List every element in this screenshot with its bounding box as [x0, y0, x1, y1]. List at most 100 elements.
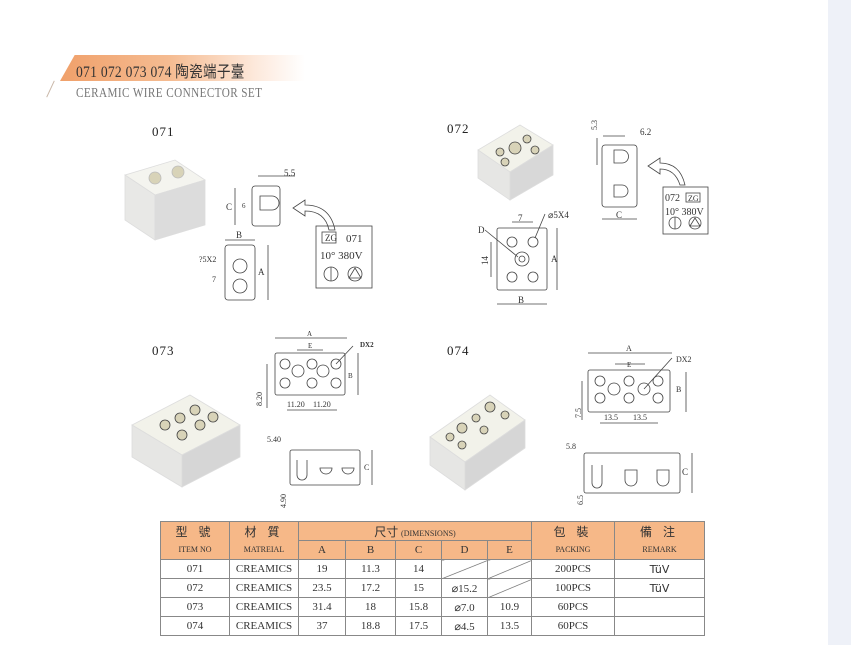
header-packing-en: PACKING	[531, 540, 615, 560]
header-col-e: E	[487, 540, 532, 560]
svg-text:A: A	[258, 267, 265, 277]
cell-d	[441, 559, 488, 579]
model-label-071: 071	[152, 124, 175, 139]
cell-item: 073	[160, 597, 230, 617]
header-item-en: ITEM NO	[160, 540, 230, 560]
svg-text:E: E	[627, 361, 631, 369]
cell-b: 18	[345, 597, 396, 617]
svg-text:A: A	[307, 330, 312, 338]
product-photo-073	[131, 394, 241, 488]
svg-text:11.20: 11.20	[313, 400, 331, 409]
cell-d: ⌀15.2	[441, 578, 488, 598]
cell-a: 37	[298, 616, 346, 636]
table-header-row-2: ITEM NO MATREIAL A B C D E PACKING REMAR…	[160, 540, 705, 560]
cell-material: CREAMICS	[229, 616, 299, 636]
svg-text:8.20: 8.20	[255, 392, 264, 406]
cell-material: CREAMICS	[229, 559, 299, 579]
cell-c: 17.5	[395, 616, 442, 636]
header-item-cn: 型 號	[160, 521, 230, 541]
cell-e: 10.9	[487, 597, 532, 617]
drawing-071: 5.5 C 6 B A ?5X2 7 ZG 071 10° 380V	[199, 168, 373, 301]
header-col-d: D	[441, 540, 488, 560]
svg-text:14: 14	[480, 256, 490, 266]
header-material-en: MATREIAL	[229, 540, 299, 560]
header-material-cn: 材 質	[229, 521, 299, 541]
cell-packing: 200PCS	[531, 559, 615, 579]
cell-a: 23.5	[298, 578, 346, 598]
svg-text:C: C	[226, 202, 232, 212]
cell-e	[487, 578, 532, 598]
header-col-b: B	[345, 540, 396, 560]
svg-text:C: C	[364, 463, 369, 472]
cell-b: 18.8	[345, 616, 396, 636]
svg-text:C: C	[682, 467, 688, 477]
svg-text:11.20: 11.20	[287, 400, 305, 409]
cell-remark	[614, 616, 705, 636]
cell-item: 071	[160, 559, 230, 579]
cell-d: ⌀7.0	[441, 597, 488, 617]
page-title: 071 072 073 074 陶瓷端子臺	[76, 64, 245, 81]
svg-text:10° 380V: 10° 380V	[665, 207, 704, 218]
svg-text:C: C	[616, 210, 622, 220]
cell-remark: TüV	[614, 559, 705, 579]
svg-text:B: B	[348, 372, 353, 380]
svg-text:ZG: ZG	[688, 194, 699, 203]
svg-text:E: E	[308, 342, 312, 350]
drawing-072: 6.2 5.3 C 7 ⌀5X4 D 14 A B 072 ZG 10° 380…	[478, 120, 709, 305]
model-label-072: 072	[447, 121, 470, 136]
header-remark-en: REMARK	[614, 540, 705, 560]
cell-remark	[614, 597, 705, 617]
cell-c: 15.8	[395, 597, 442, 617]
header-col-a: A	[298, 540, 346, 560]
svg-text:6: 6	[242, 202, 246, 210]
svg-text:6.5: 6.5	[576, 495, 585, 505]
product-photo-072	[477, 124, 554, 201]
svg-text:A: A	[551, 254, 558, 264]
svg-text:072: 072	[665, 193, 680, 204]
product-photo-071	[124, 159, 206, 241]
svg-text:071: 071	[346, 233, 363, 245]
svg-text:⌀5X4: ⌀5X4	[548, 210, 569, 220]
header-packing-cn: 包 裝	[531, 521, 615, 541]
title-band	[60, 55, 305, 81]
svg-text:D: D	[478, 225, 485, 235]
cell-e: 13.5	[487, 616, 532, 636]
cell-d: ⌀4.5	[441, 616, 488, 636]
drawing-073: A E DX2 B 8.20 11.20 11.20 5.40 C 4.90	[255, 330, 374, 508]
svg-text:13.5: 13.5	[604, 413, 618, 422]
svg-text:7: 7	[518, 213, 523, 223]
svg-text:5.8: 5.8	[566, 442, 576, 451]
cell-item: 072	[160, 578, 230, 598]
svg-text:7.5: 7.5	[574, 408, 583, 418]
spec-table: 型 號 材 質 尺寸 (DIMENSIONS) 包 裝 備 注 ITEM NO …	[160, 521, 705, 636]
svg-text:10° 380V: 10° 380V	[320, 250, 363, 262]
svg-text:DX2: DX2	[360, 341, 374, 349]
model-label-074: 074	[447, 343, 470, 358]
model-label-073: 073	[152, 343, 175, 358]
svg-text:13.5: 13.5	[633, 413, 647, 422]
cell-b: 11.3	[345, 559, 396, 579]
table-header-row-1: 型 號 材 質 尺寸 (DIMENSIONS) 包 裝 備 注	[160, 521, 705, 541]
cell-b: 17.2	[345, 578, 396, 598]
svg-text:5.5: 5.5	[284, 168, 296, 178]
cell-packing: 60PCS	[531, 597, 615, 617]
svg-text:ZG: ZG	[325, 233, 337, 243]
right-margin-strip	[828, 0, 851, 645]
svg-text:7: 7	[212, 275, 216, 284]
drawing-074: A E DX2 B 7.5 13.5 13.5 5.8 C 6.5	[566, 344, 693, 505]
svg-text:B: B	[518, 295, 524, 305]
svg-text:DX2: DX2	[676, 355, 692, 364]
cell-packing: 60PCS	[531, 616, 615, 636]
cell-material: CREAMICS	[229, 578, 299, 598]
cell-c: 14	[395, 559, 442, 579]
svg-text:5.3: 5.3	[590, 120, 599, 130]
cell-remark: TüV	[614, 578, 705, 598]
svg-text:5.40: 5.40	[267, 435, 281, 444]
cell-a: 31.4	[298, 597, 346, 617]
header-col-c: C	[395, 540, 442, 560]
